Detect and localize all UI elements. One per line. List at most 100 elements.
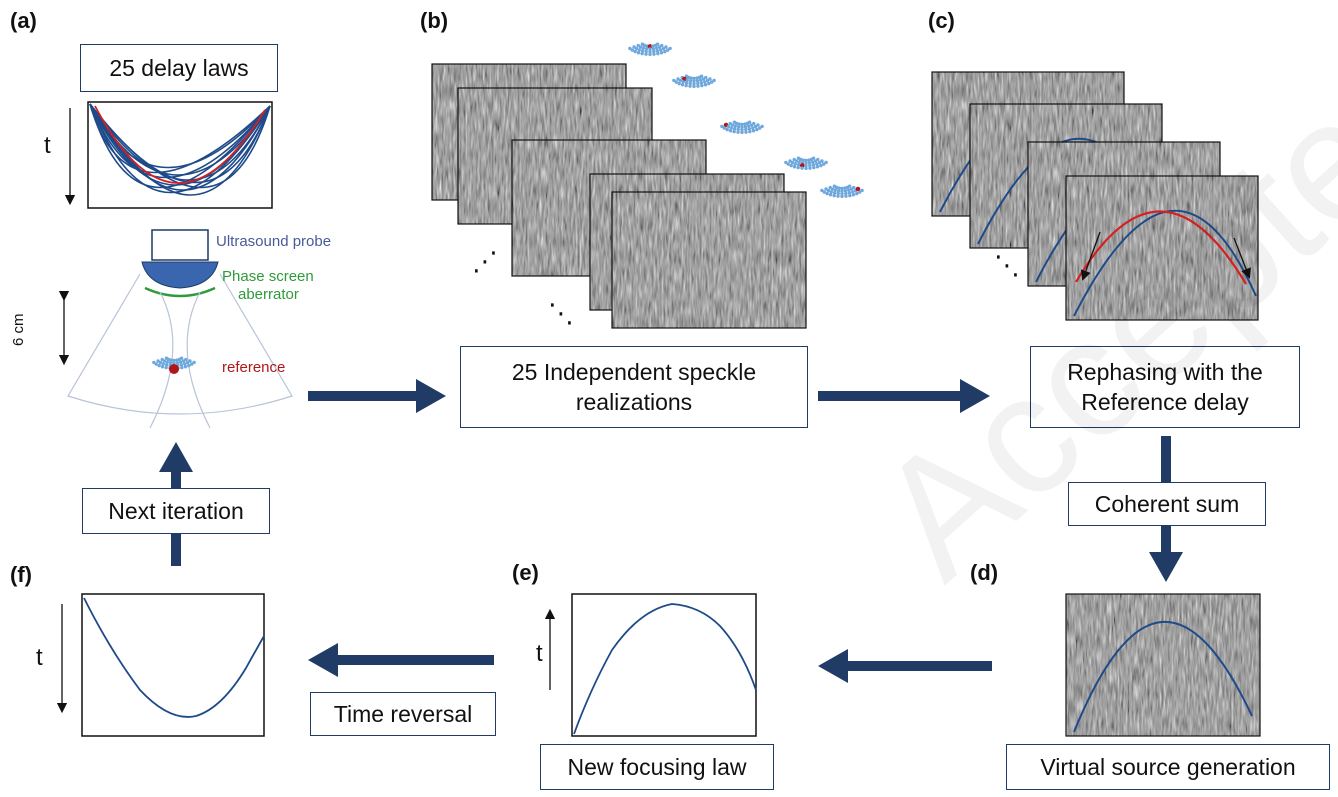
reference-virtual-elements-dot xyxy=(162,359,167,363)
virtual-source-array-2-dot xyxy=(681,80,685,84)
reference-virtual-elements-dot xyxy=(179,356,184,360)
rephase-arrow-left xyxy=(1080,231,1101,281)
focusing-law-curve xyxy=(573,603,757,735)
panel-label-a: (a) xyxy=(10,8,37,33)
virtual-source-array-2-dot xyxy=(688,84,692,88)
virtual-source-array-3-dot xyxy=(720,124,724,129)
reference-virtual-elements-dot xyxy=(165,360,169,364)
virtual-source-array-1-dot xyxy=(659,51,664,55)
virtual-source-array-4-red-dot xyxy=(799,163,805,168)
reference-virtual-elements-dot xyxy=(187,363,191,368)
virtual-source-array-2-dot xyxy=(692,84,696,89)
virtual-source-array-5-dot xyxy=(843,189,848,193)
probe-body xyxy=(151,229,209,261)
ellipsis-b1: ⋰ xyxy=(472,246,498,276)
virtual-source-array-1-dot xyxy=(656,51,660,56)
virtual-source-image-frame xyxy=(1065,593,1261,737)
virtual-source-array-5-dot xyxy=(837,186,841,190)
virtual-source-array-4-dot xyxy=(789,163,793,168)
virtual-source-array-4-dot xyxy=(808,163,812,168)
virtual-source-array-4-dot xyxy=(794,159,799,163)
virtual-source-array-3-dot xyxy=(743,125,748,129)
virtual-source-array-3 xyxy=(720,120,764,135)
aberrator-label-2: aberrator xyxy=(238,286,299,303)
virtual-source-array-5-dot xyxy=(832,191,837,195)
reference-delay-law-curve xyxy=(94,105,266,184)
virtual-source-array-4-dot xyxy=(804,166,808,171)
reference-virtual-elements-dot xyxy=(152,360,156,365)
virtual-source-array-2-dot xyxy=(692,79,696,83)
virtual-source-array-4-dot xyxy=(796,163,801,167)
virtual-source-array-1-dot xyxy=(636,51,641,55)
virtual-source-array-5-dot xyxy=(843,186,847,190)
virtual-source-array-1-dot xyxy=(651,47,656,51)
virtual-source-array-3-dot xyxy=(729,126,733,130)
virtual-source-array-5-dot xyxy=(847,184,852,188)
virtual-source-array-4-dot xyxy=(784,160,788,165)
virtual-source-array-3-dot xyxy=(752,121,756,126)
virtual-source-array-5-dot xyxy=(852,185,856,190)
new-focusing-law-box: New focusing law xyxy=(540,744,774,790)
virtual-source-array-3-dot xyxy=(736,127,740,132)
virtual-source-array-4-dot xyxy=(815,165,820,169)
virtual-source-array-1-dot xyxy=(630,48,634,52)
virtual-source-array-3-dot xyxy=(755,127,759,132)
virtual-source-array-5-dot xyxy=(826,188,831,193)
flow-arrow-a-to-b xyxy=(308,379,446,413)
virtual-source-array-1-dot xyxy=(655,42,660,46)
virtual-source-array-2 xyxy=(672,74,716,89)
probe-label: Ultrasound probe xyxy=(216,233,332,250)
rephased-frame-texture xyxy=(1066,176,1258,320)
virtual-source-array-4-dot xyxy=(786,162,790,166)
virtual-source-array-5-dot xyxy=(830,187,835,191)
virtual-source-array-4-dot xyxy=(796,165,800,170)
rephasing-box-line1: Rephasing with the xyxy=(1067,359,1263,385)
phase-screen-aberrator xyxy=(144,286,216,298)
virtual-source-array-2-dot xyxy=(680,83,685,87)
virtual-source-array-4-dot xyxy=(815,162,819,166)
virtual-source-array-5-red-dot xyxy=(855,186,861,192)
reference-point xyxy=(169,364,179,374)
panel-label-f: (f) xyxy=(10,562,32,587)
virtual-source-array-1-dot xyxy=(633,49,637,54)
virtual-source-array-5-dot xyxy=(829,190,833,194)
virtual-source-array-3-dot xyxy=(756,123,760,127)
virtual-source-array-3-dot xyxy=(725,127,729,132)
reference-virtual-elements-dot xyxy=(175,358,179,362)
virtual-source-array-4-dot xyxy=(811,160,815,164)
time-reversed-curve xyxy=(83,597,265,718)
reference-virtual-elements-dot xyxy=(190,362,194,366)
virtual-source-array-1-dot xyxy=(640,49,645,53)
reference-virtual-elements-dot xyxy=(160,365,165,369)
speckle-realizations-box: 25 Independent speckle realizations xyxy=(460,346,808,428)
virtual-source-array-2-dot xyxy=(703,80,707,84)
beam-boundary-left xyxy=(149,291,174,429)
virtual-source-array-2-dot xyxy=(707,81,711,86)
virtual-source-array-5-dot xyxy=(820,188,824,193)
virtual-source-array-2-dot xyxy=(710,80,714,84)
panel-label-c: (c) xyxy=(928,8,955,33)
virtual-source-array-3-dot xyxy=(751,126,755,130)
virtual-source-array-2-dot xyxy=(692,76,696,81)
virtual-source-array-4-dot xyxy=(822,162,826,166)
speckle-box-line2: realizations xyxy=(575,389,693,415)
virtual-source-array-3-dot xyxy=(732,127,737,131)
flow-arrow-b-to-c xyxy=(818,379,990,413)
beam-boundary-right xyxy=(186,291,211,429)
virtual-source-array-4-dot xyxy=(807,161,812,165)
reference-virtual-elements-dot xyxy=(183,365,188,369)
time-reversed-plot-frame xyxy=(81,593,265,737)
virtual-source-array-5-dot xyxy=(860,188,864,193)
virtual-source-array-2-dot xyxy=(688,81,692,86)
virtual-source-array-4-dot xyxy=(816,157,820,162)
virtual-source-array-5-dot xyxy=(858,190,862,194)
reference-virtual-elements-dot xyxy=(180,365,184,370)
virtual-source-array-5-dot xyxy=(840,194,844,199)
virtual-source-array-3-dot xyxy=(747,124,751,128)
virtual-source-array-1-dot xyxy=(642,43,647,48)
virtual-source-array-1-dot xyxy=(634,46,639,51)
virtual-source-array-5-dot xyxy=(822,190,826,194)
rephasing-box-line2: Reference delay xyxy=(1081,389,1249,415)
